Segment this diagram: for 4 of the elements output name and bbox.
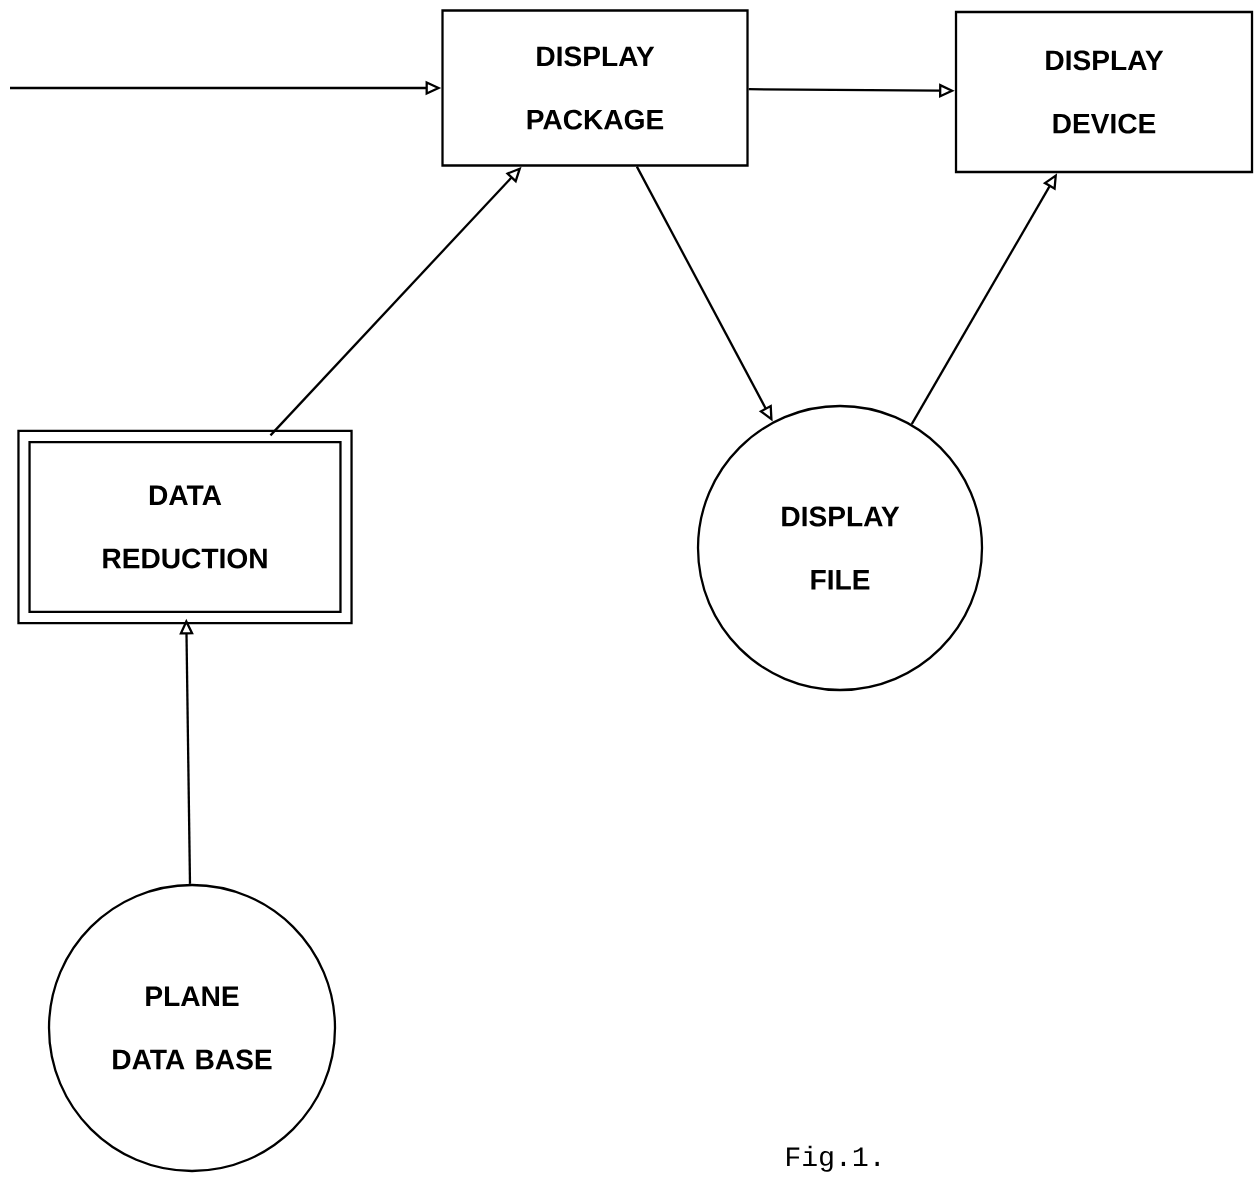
caption: Fig.1. [787, 1145, 879, 1172]
process-box: DATA REDUCTION [17, 429, 353, 625]
process-box: DISPLAY PACKAGE [441, 9, 749, 167]
process-box: DISPLAY DEVICE [954, 10, 1254, 174]
